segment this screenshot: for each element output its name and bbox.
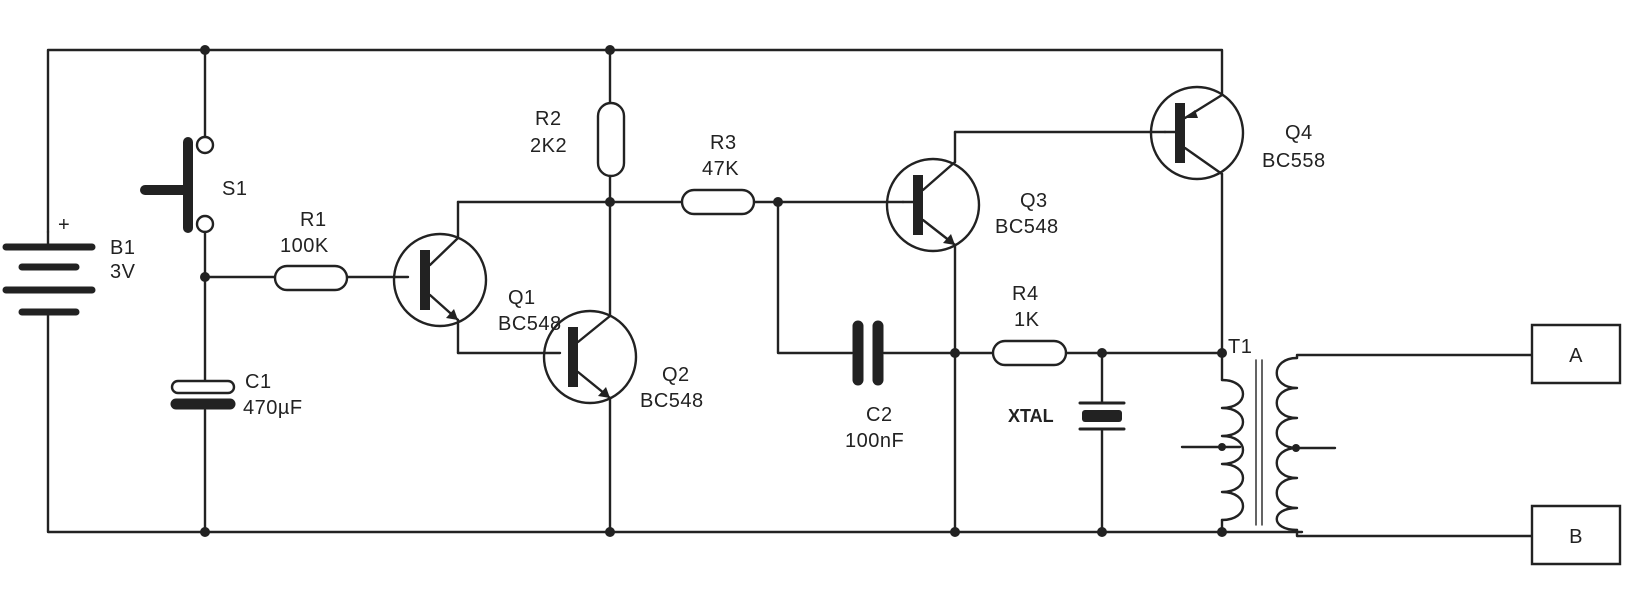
resistor-r1: R1 100K <box>205 209 408 290</box>
resistor-r4: R4 1K <box>993 283 1222 365</box>
resistor-r3: R3 47K <box>610 132 903 214</box>
r3-ref-label: R3 <box>710 132 737 154</box>
crystal-xtal: XTAL <box>1008 353 1124 535</box>
output-wiring <box>1297 355 1532 536</box>
c2-value-label: 100nF <box>845 430 904 452</box>
r2-value-label: 2K2 <box>530 135 567 157</box>
battery-polarity-label: + <box>58 214 70 236</box>
terminal-b-label: B <box>1569 526 1583 548</box>
xtal-ref-label: XTAL <box>1008 406 1054 426</box>
r2-ref-label: R2 <box>535 108 562 130</box>
battery-b1: + B1 3V <box>6 214 136 312</box>
capacitor-c2: C2 100nF <box>778 202 993 452</box>
c1-value-label: 470µF <box>243 397 303 419</box>
r1-value-label: 100K <box>280 235 329 257</box>
transistor-q2: Q2 BC548 <box>458 202 704 532</box>
battery-value-label: 3V <box>110 261 136 283</box>
r1-ref-label: R1 <box>300 209 327 231</box>
transistor-q3: Q3 BC548 <box>887 132 1059 535</box>
r3-value-label: 47K <box>702 158 739 180</box>
transistor-q4: Q4 BC558 <box>955 87 1326 353</box>
q4-value-label: BC558 <box>1262 150 1326 172</box>
q1-ref-label: Q1 <box>508 287 536 309</box>
transistor-q1: Q1 BC548 <box>394 202 562 353</box>
q1-value-label: BC548 <box>498 313 562 335</box>
junction-dots <box>200 45 1300 537</box>
terminal-b: B <box>1532 506 1620 564</box>
q3-ref-label: Q3 <box>1020 190 1048 212</box>
q2-ref-label: Q2 <box>662 364 690 386</box>
terminal-a: A <box>1532 325 1620 383</box>
battery-ref-label: B1 <box>110 237 135 259</box>
t1-ref-label: T1 <box>1228 336 1252 358</box>
switch-ref-label: S1 <box>222 178 247 200</box>
top-rail <box>48 50 1222 232</box>
resistor-r2: R2 2K2 <box>530 50 624 202</box>
r4-value-label: 1K <box>1014 309 1040 331</box>
transformer-t1: T1 <box>1182 336 1335 532</box>
q2-value-label: BC548 <box>640 390 704 412</box>
bottom-rail <box>48 312 1302 532</box>
q3-value-label: BC548 <box>995 216 1059 238</box>
terminal-a-label: A <box>1569 345 1583 367</box>
c1-ref-label: C1 <box>245 371 272 393</box>
c2-ref-label: C2 <box>866 404 893 426</box>
capacitor-c1: C1 470µF <box>172 277 303 532</box>
switch-s1: S1 <box>145 50 247 277</box>
r4-ref-label: R4 <box>1012 283 1039 305</box>
q4-ref-label: Q4 <box>1285 122 1313 144</box>
